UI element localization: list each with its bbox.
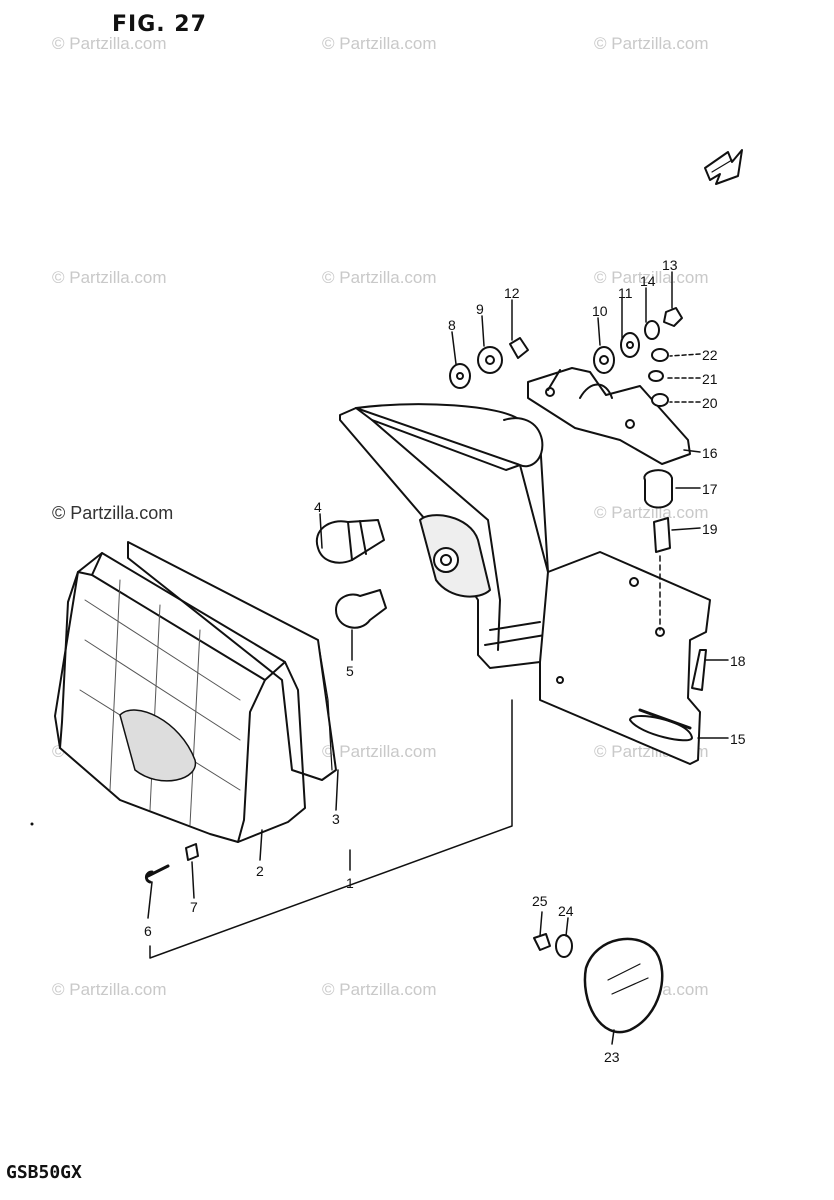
callout-label: 10 bbox=[592, 303, 608, 319]
upper-bracket bbox=[527, 367, 691, 465]
callout-label: 9 bbox=[476, 301, 484, 317]
callout-label: 5 bbox=[346, 663, 354, 679]
watermark: © Partzilla.com bbox=[52, 980, 167, 999]
watermark: © Partzilla.com bbox=[322, 980, 437, 999]
callout-label: 15 bbox=[730, 731, 746, 747]
watermark: © Partzilla.com bbox=[594, 268, 709, 287]
callout-label: 23 bbox=[604, 1049, 620, 1065]
callout-label: 6 bbox=[144, 923, 152, 939]
callout-label: 25 bbox=[532, 893, 548, 909]
callout-label: 11 bbox=[618, 285, 633, 301]
callout-label: 24 bbox=[558, 903, 574, 919]
watermark: © Partzilla.com bbox=[52, 34, 167, 53]
tail-lamp-lens bbox=[54, 552, 306, 843]
callout-label: 2 bbox=[256, 863, 264, 879]
callout-label: 16 bbox=[702, 445, 718, 461]
callout-label: 21 bbox=[702, 371, 718, 387]
callout-label: 22 bbox=[702, 347, 718, 363]
callout-label: 3 bbox=[332, 811, 340, 827]
watermark: © Partzilla.com bbox=[594, 503, 709, 522]
model-code: GSB50GX bbox=[6, 1162, 82, 1183]
watermark: © Partzilla.com bbox=[322, 268, 437, 287]
front-direction-arrow-icon bbox=[704, 149, 743, 185]
rear-reflector bbox=[583, 937, 664, 1034]
bulb-part-4 bbox=[315, 519, 385, 564]
callout-label: 18 bbox=[730, 653, 746, 669]
hardware-pieces bbox=[144, 307, 707, 958]
watermark: © Partzilla.com bbox=[594, 34, 709, 53]
watermark: © Partzilla.com bbox=[322, 34, 437, 53]
callout-label: 7 bbox=[190, 899, 198, 915]
callout-label: 19 bbox=[702, 521, 718, 537]
leader-lines bbox=[147, 271, 729, 1045]
bulb-part-5 bbox=[335, 589, 387, 629]
callout-label: 14 bbox=[640, 273, 656, 289]
callout-label: 4 bbox=[314, 499, 322, 515]
callout-label: 13 bbox=[662, 257, 678, 273]
callout-label: 17 bbox=[702, 481, 718, 497]
watermark: © Partzilla.com bbox=[52, 503, 174, 523]
callout-labels: 1 2 3 4 5 6 7 8 9 10 11 12 13 14 15 16 1… bbox=[144, 257, 746, 1065]
figure-title: FIG. 27 bbox=[112, 12, 207, 37]
callout-label: 20 bbox=[702, 395, 718, 411]
license-plate-bracket bbox=[539, 551, 711, 765]
watermark: © Partzilla.com bbox=[52, 268, 167, 287]
lens-gasket bbox=[127, 541, 337, 781]
stray-dot bbox=[30, 822, 34, 826]
callout-label: 1 bbox=[346, 875, 354, 891]
callout-label: 8 bbox=[448, 317, 456, 333]
callout-label: 12 bbox=[504, 285, 520, 301]
watermark: © Partzilla.com bbox=[322, 742, 437, 761]
tail-lamp-housing bbox=[339, 403, 553, 669]
